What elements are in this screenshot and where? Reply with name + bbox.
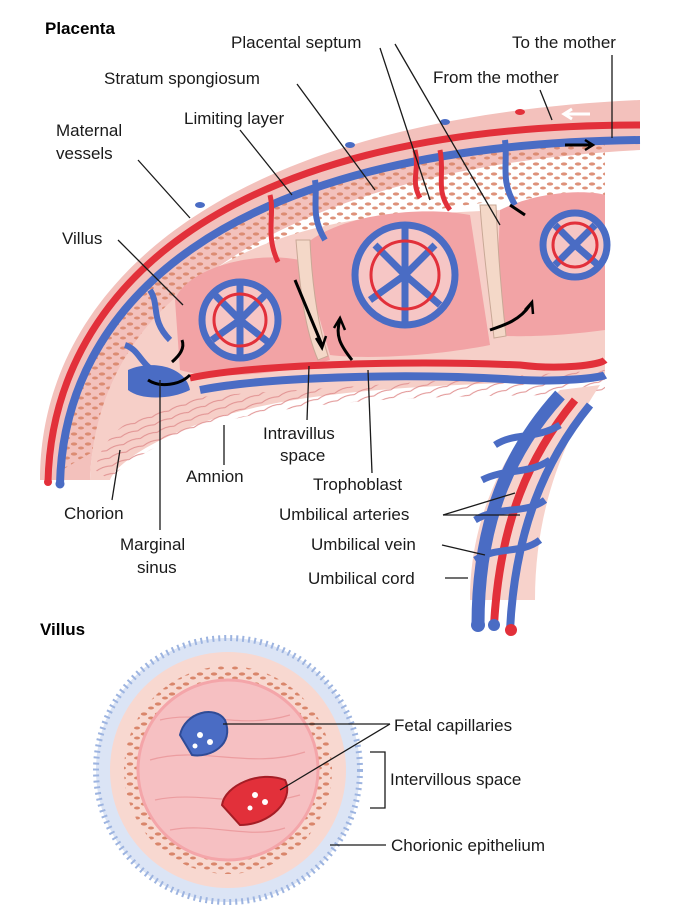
label-intervillous-space: Intervillous space (390, 770, 521, 789)
label-intravillus-line1: Intravillus (263, 424, 335, 443)
label-limiting-layer: Limiting layer (184, 109, 284, 128)
label-villus: Villus (62, 229, 102, 248)
label-intravillus-line2: space (280, 446, 325, 465)
chorion-streaks (95, 370, 605, 480)
septum-2 (479, 204, 507, 339)
label-maternal-vessels-line2: vessels (56, 144, 113, 163)
chorionic-artery (189, 357, 608, 382)
septum-1 (295, 239, 329, 361)
maternal-vein (56, 136, 641, 485)
label-placental-septum: Placental septum (231, 33, 361, 52)
umbilical-vein (471, 390, 565, 626)
flow-arrows (147, 138, 596, 387)
leader-lines (111, 43, 613, 846)
fetal-capillary-artery (220, 775, 289, 827)
marginal-sinus (128, 365, 190, 398)
white-arrow-from-mother (561, 107, 590, 121)
villus-tree-2 (351, 221, 459, 329)
placenta-title: Placenta (45, 19, 115, 38)
label-chorion: Chorion (64, 504, 124, 523)
spiral-vein-2 (502, 139, 518, 207)
spiral-artery-1 (267, 194, 281, 264)
umbilical-artery-2 (506, 402, 594, 631)
villus-stroma (136, 678, 320, 862)
placenta-section (40, 100, 641, 636)
label-chorionic-epithelium: Chorionic epithelium (391, 836, 545, 855)
chorionic-vein (199, 371, 608, 394)
label-fetal-capillaries: Fetal capillaries (394, 716, 512, 735)
spiral-vein-3 (147, 288, 173, 343)
label-from-the-mother: From the mother (433, 68, 559, 87)
spiral-artery-2 (412, 149, 423, 200)
villus-cross-section (93, 635, 363, 905)
maternal-artery (44, 121, 641, 483)
villus-tree-1 (198, 278, 282, 362)
label-umbilical-arteries: Umbilical arteries (279, 505, 409, 524)
spiral-vein-1 (312, 179, 328, 242)
cord-twist (473, 421, 562, 564)
spiral-artery-3 (437, 149, 453, 212)
label-umbilical-vein: Umbilical vein (311, 535, 416, 554)
label-marginal-sinus-line1: Marginal (120, 535, 185, 554)
label-marginal-sinus-line2: sinus (137, 558, 177, 577)
label-maternal-vessels-line1: Maternal (56, 121, 122, 140)
label-trophoblast: Trophoblast (313, 475, 402, 494)
villus-title: Villus (40, 620, 85, 639)
label-umbilical-cord: Umbilical cord (308, 569, 415, 588)
villus-tree-3 (539, 209, 611, 281)
fetal-capillary-vein (178, 711, 229, 757)
label-amnion: Amnion (186, 467, 244, 486)
umbilical-artery-1 (490, 397, 579, 626)
label-stratum-spongiosum: Stratum spongiosum (104, 69, 260, 88)
label-to-the-mother: To the mother (512, 33, 616, 52)
